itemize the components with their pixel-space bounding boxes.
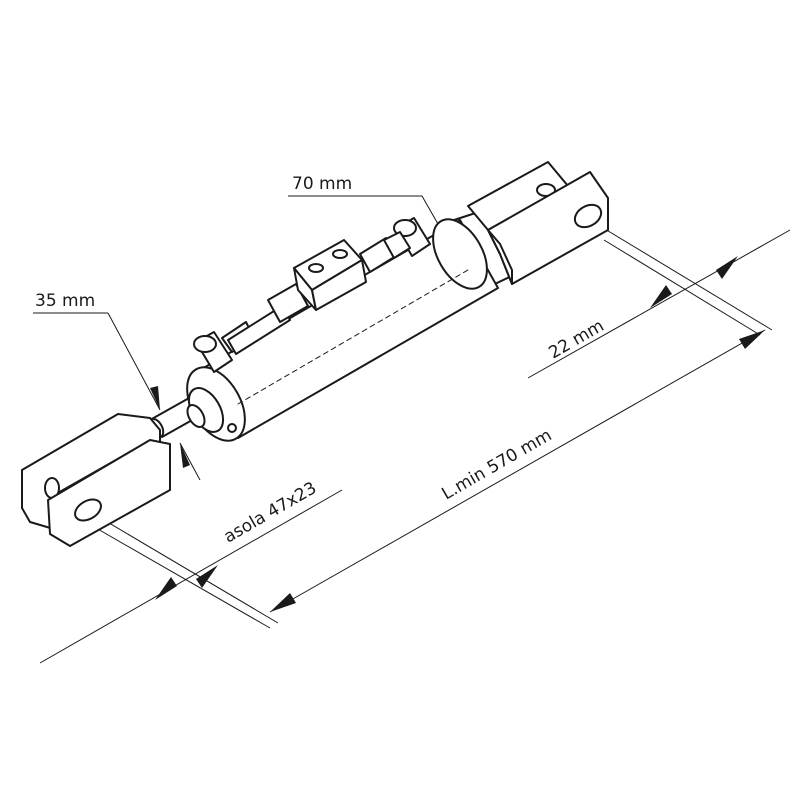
lmin-dimension-line: [269, 329, 766, 613]
front-port-top: [193, 335, 217, 353]
extension-line-right-upper: [589, 219, 773, 331]
slot-arrow-lower: [155, 577, 177, 600]
valve-block-side: [311, 259, 367, 311]
rod-leader-diagonal: [107, 312, 161, 411]
rod-arrow-lower: [180, 443, 190, 468]
hose-left-nut: [267, 283, 309, 323]
extension-line-left-lower: [95, 527, 271, 629]
pin-hole-arrow-upper: [716, 256, 738, 279]
min-length-label: L.min 570 mm: [439, 425, 556, 504]
front-clevis: [21, 413, 171, 547]
rear-clevis: [467, 161, 609, 285]
slot-label: asola 47x23: [221, 478, 321, 547]
rod-gland-bore: [186, 404, 206, 428]
pin-hole-label: 22 mm: [546, 316, 608, 363]
hose-right: [383, 231, 411, 259]
rear-clevis-pin-hole: [573, 203, 603, 229]
rod-diameter-label: 35 mm: [35, 291, 95, 311]
lmin-arrow-left: [270, 593, 296, 612]
lmin-arrow-right: [739, 330, 765, 349]
slot-arrow-upper: [196, 565, 218, 588]
bore-diameter-label: 70 mm: [292, 174, 352, 194]
rod-leader-tail: [179, 442, 201, 481]
valve-block-hole-2: [332, 249, 348, 259]
dimension-lines: [33, 195, 791, 664]
cylinder: [21, 161, 609, 547]
valve-block: [227, 231, 411, 355]
valve-block-hole-1: [308, 263, 324, 273]
slot-dimension-line: [39, 489, 343, 664]
gland-screw: [227, 423, 237, 433]
rear-clevis-edge: [487, 229, 513, 285]
extension-line-right-lower: [603, 239, 761, 336]
extension-line-left-upper: [81, 506, 279, 624]
rod-arrow-upper: [150, 386, 160, 410]
front-clevis-pin-hole: [74, 498, 102, 522]
pin-hole-dimension-line: [527, 229, 791, 379]
hose-left: [227, 305, 291, 355]
barrel-rear-edge: [432, 218, 488, 290]
pin-hole-arrow-lower: [650, 285, 672, 308]
